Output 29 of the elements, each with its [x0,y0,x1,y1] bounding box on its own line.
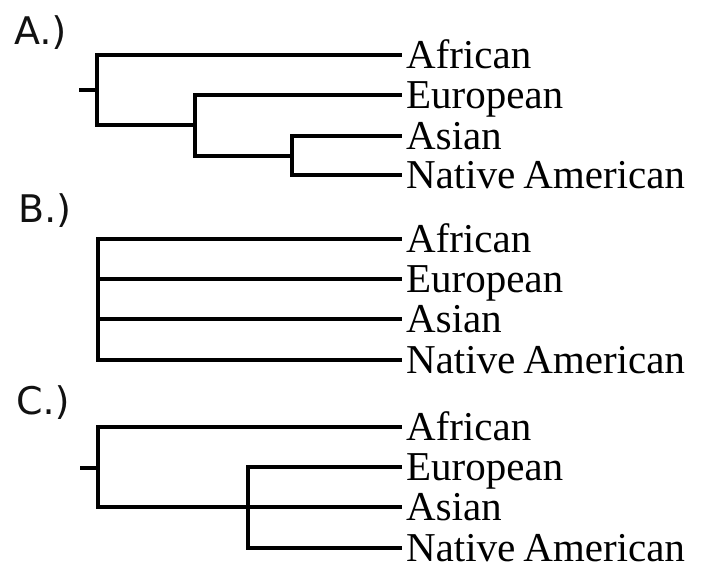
panel-label: B.) [18,188,71,230]
panel-label: C.) [16,380,70,422]
taxon-label: African [406,405,532,447]
taxon-label: Native American [406,526,685,565]
branch-line [250,546,402,550]
taxon-label: Native American [406,338,685,380]
branch-line [100,317,402,321]
branch-line [250,465,402,469]
taxon-label: European [406,445,564,487]
branch-line [197,154,290,158]
branch-line [99,123,193,127]
branch-line [100,425,402,429]
branch-line [197,93,402,97]
branch-line [294,173,402,177]
branch-line [99,53,402,57]
taxon-label: African [406,217,532,259]
panel-label: A.) [14,10,66,52]
taxon-label: European [406,257,564,299]
taxon-label: African [406,33,532,75]
branch-line [80,466,96,470]
taxon-label: European [406,73,564,115]
branch-line [79,88,95,92]
branch-line [100,358,402,362]
branch-line [100,505,246,509]
branch-line [100,277,402,281]
branch-line [100,237,402,241]
branch-line [250,505,402,509]
branch-line [294,134,402,138]
taxon-label: Native American [406,153,685,195]
